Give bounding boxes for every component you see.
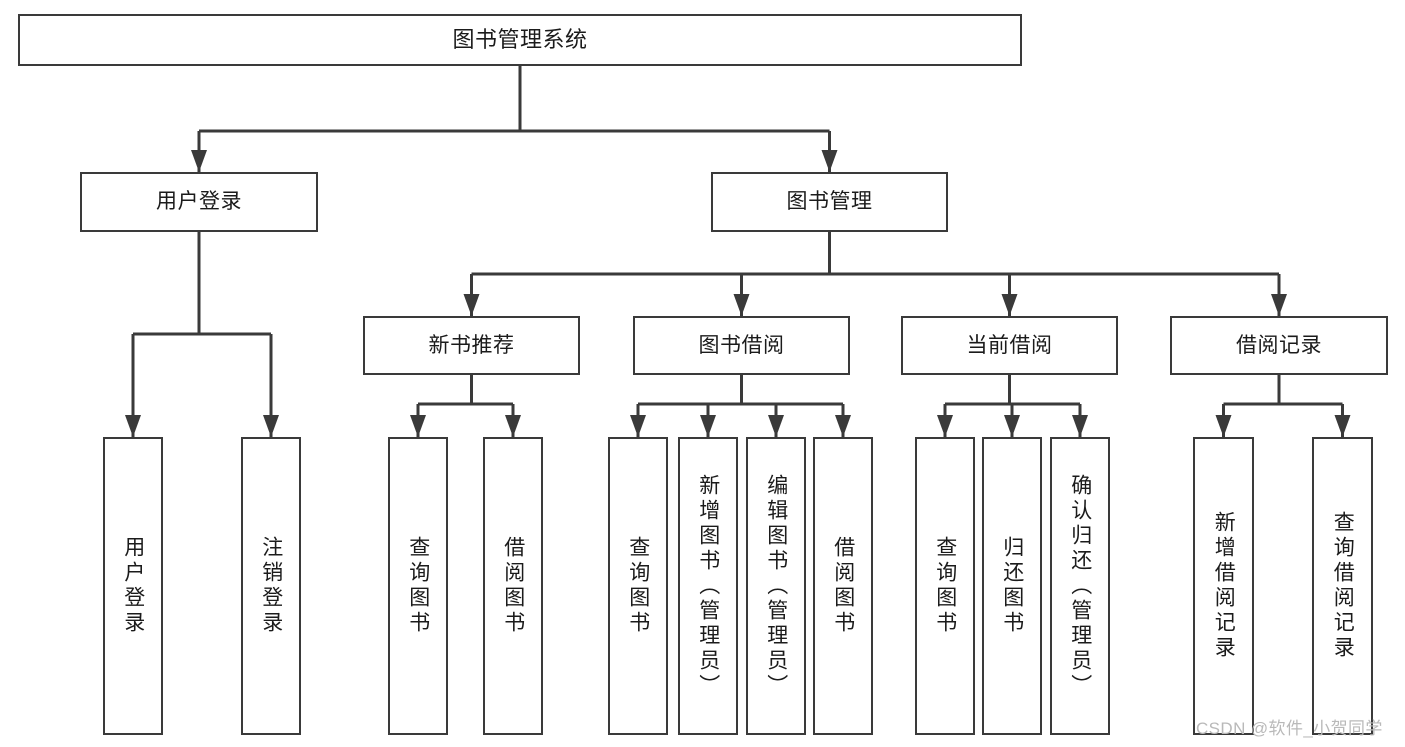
- edge-arrowhead: [1215, 415, 1232, 437]
- node-leaf-login-2[interactable]: 注销登录: [241, 437, 301, 735]
- watermark: CSDN @软件_小贺同学: [1196, 719, 1383, 738]
- node-label: 查询图书: [933, 536, 957, 636]
- node-label: 用户登录: [156, 190, 242, 214]
- edge-arrowhead: [1072, 415, 1088, 437]
- node-label: 借阅图书: [501, 536, 525, 636]
- edge-arrowhead: [835, 415, 851, 437]
- edge-arrowhead: [937, 415, 953, 437]
- node-root[interactable]: 图书管理系统: [18, 14, 1022, 66]
- edge-arrowhead: [1001, 294, 1018, 316]
- edge-arrowhead: [1271, 294, 1287, 316]
- edge-arrowhead: [463, 294, 480, 316]
- node-label: 图书管理: [786, 190, 873, 214]
- node-label: 查询借阅记录: [1331, 511, 1355, 661]
- edge-arrowhead: [1334, 415, 1351, 437]
- edge-arrowhead: [410, 415, 426, 437]
- edge-arrowhead: [630, 415, 646, 437]
- node-leaf-cur-1[interactable]: 查询图书: [915, 437, 975, 735]
- edge-arrowhead: [733, 294, 750, 316]
- node-leaf-cur-2[interactable]: 归还图书: [982, 437, 1042, 735]
- node-borrow[interactable]: 图书借阅: [633, 316, 850, 375]
- node-leaf-login-1[interactable]: 用户登录: [103, 437, 163, 735]
- node-label: 查询图书: [406, 536, 430, 636]
- node-label: 用户登录: [121, 536, 145, 636]
- edge-arrowhead: [125, 415, 141, 437]
- node-leaf-bor-2[interactable]: 新增图书（管理员）: [678, 437, 738, 735]
- node-bookmgmt[interactable]: 图书管理: [711, 172, 948, 232]
- node-leaf-bor-4[interactable]: 借阅图书: [813, 437, 873, 735]
- edge-arrowhead: [191, 150, 207, 172]
- node-label: 查询图书: [626, 536, 650, 636]
- node-leaf-new-2[interactable]: 借阅图书: [483, 437, 543, 735]
- edge-arrowhead: [1004, 415, 1020, 437]
- node-label: 注销登录: [259, 536, 283, 636]
- edge-arrowhead: [505, 415, 521, 437]
- node-label: 归还图书: [1000, 536, 1024, 636]
- node-label: 新书推荐: [428, 333, 515, 357]
- node-label: 新增图书（管理员）: [696, 473, 720, 699]
- node-leaf-rec-2[interactable]: 查询借阅记录: [1312, 437, 1373, 735]
- node-label: 图书借阅: [698, 333, 785, 357]
- edge-arrowhead: [768, 415, 784, 437]
- edge-arrowhead: [821, 150, 838, 172]
- edge-arrowhead: [700, 415, 716, 437]
- node-login[interactable]: 用户登录: [80, 172, 318, 232]
- node-leaf-new-1[interactable]: 查询图书: [388, 437, 448, 735]
- node-leaf-bor-3[interactable]: 编辑图书（管理员）: [746, 437, 806, 735]
- node-label: 借阅图书: [831, 536, 855, 636]
- node-label: 当前借阅: [966, 333, 1053, 357]
- edge-arrowhead: [263, 415, 279, 437]
- node-label: 确认归还（管理员）: [1068, 473, 1092, 699]
- node-newbook[interactable]: 新书推荐: [363, 316, 580, 375]
- node-leaf-cur-3[interactable]: 确认归还（管理员）: [1050, 437, 1110, 735]
- node-current[interactable]: 当前借阅: [901, 316, 1118, 375]
- node-leaf-bor-1[interactable]: 查询图书: [608, 437, 668, 735]
- node-label: 新增借阅记录: [1212, 511, 1236, 661]
- node-label: 图书管理系统: [452, 26, 588, 52]
- node-leaf-rec-1[interactable]: 新增借阅记录: [1193, 437, 1254, 735]
- node-label: 借阅记录: [1236, 333, 1322, 357]
- node-records[interactable]: 借阅记录: [1170, 316, 1388, 375]
- node-label: 编辑图书（管理员）: [764, 473, 788, 699]
